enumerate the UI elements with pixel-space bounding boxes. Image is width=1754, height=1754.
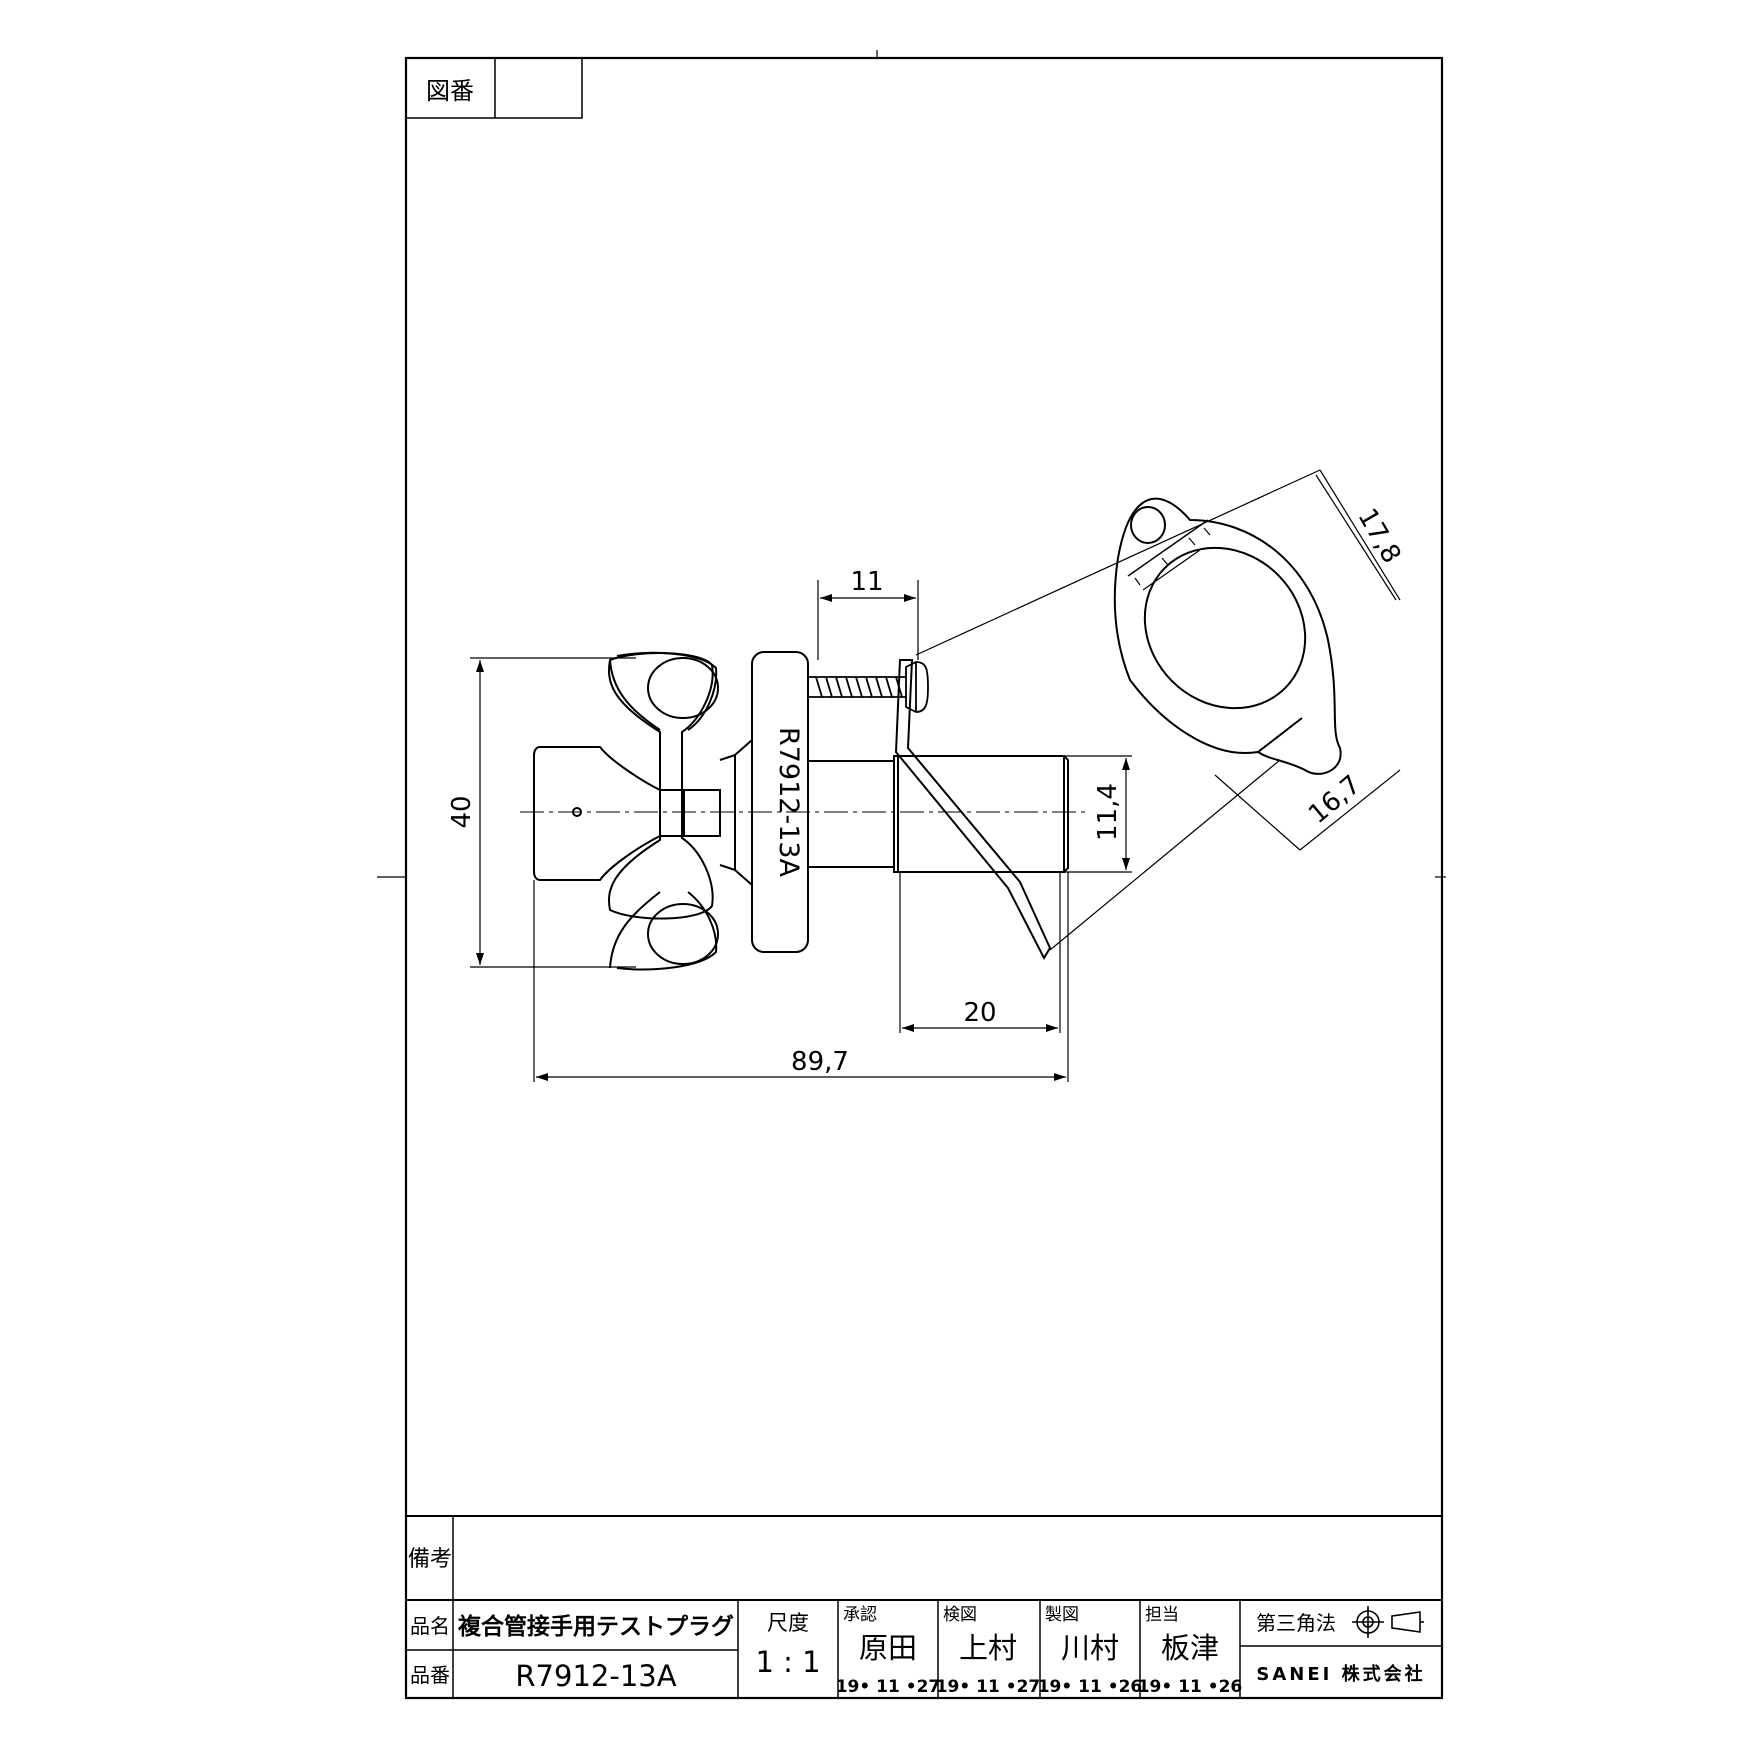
remarks-label: 備考	[408, 1547, 452, 1572]
scale-label: 尺度	[767, 1611, 809, 1635]
approval-date: 19• 11 •27	[836, 1677, 941, 1697]
dim-wing-span: 40	[447, 795, 477, 828]
drawing-number-label: 図番	[426, 77, 474, 105]
product-name-label: 品名	[410, 1614, 450, 1638]
check-date: 19• 11 •27	[936, 1677, 1041, 1697]
third-angle-projection-icon	[1352, 1606, 1424, 1638]
part-marking: R7912-13A	[773, 727, 804, 878]
person-role: 担当	[1145, 1605, 1179, 1625]
dim-clip-width: 17,8	[1351, 503, 1406, 568]
dim-clip-inner: 16,7	[1303, 770, 1367, 830]
dim-screw-offset: 11	[850, 567, 883, 597]
title-block-text: 備考 品名 複合管接手用テストプラグ 品番 R7912-13A 尺度 1 : 1…	[408, 1547, 1425, 1697]
t-handle	[533, 746, 661, 881]
drafter-name: 川村	[1061, 1631, 1119, 1665]
title-block	[406, 1515, 1442, 1698]
shaft	[807, 760, 895, 868]
wing-nut-wings	[608, 652, 714, 920]
projection-label: 第三角法	[1256, 1611, 1336, 1635]
drawing-number-box: 図番	[405, 57, 583, 119]
person-name: 板津	[1161, 1631, 1219, 1665]
company-name: SANEI 株式会社	[1256, 1663, 1425, 1685]
part-number: R7912-13A	[515, 1659, 676, 1693]
drawing-frame	[404, 56, 1444, 1700]
wing-nut-upper	[616, 651, 718, 731]
clip-lever	[894, 659, 1052, 961]
approval-name: 原田	[859, 1631, 917, 1665]
person-date: 19• 11 •26	[1138, 1677, 1243, 1697]
clip-detail-view	[915, 469, 1401, 951]
part-number-label: 品番	[410, 1663, 450, 1687]
centering-marks	[377, 50, 1446, 878]
dim-overall-length: 89,7	[791, 1047, 849, 1077]
dim-shaft-diameter: 11,4	[1093, 783, 1123, 841]
test-plug-part-view	[470, 580, 1132, 1082]
check-role: 検図	[943, 1605, 977, 1625]
check-name: 上村	[959, 1631, 1017, 1665]
wing-nut-lower	[616, 891, 718, 971]
approval-role: 承認	[843, 1605, 877, 1625]
dim-shaft-length: 20	[963, 998, 996, 1028]
drafter-role: 製図	[1045, 1605, 1079, 1625]
scale-value: 1 : 1	[755, 1645, 820, 1679]
screw	[808, 661, 929, 713]
drafter-date: 19• 11 •26	[1038, 1677, 1143, 1697]
product-name: 複合管接手用テストプラグ	[458, 1613, 734, 1640]
